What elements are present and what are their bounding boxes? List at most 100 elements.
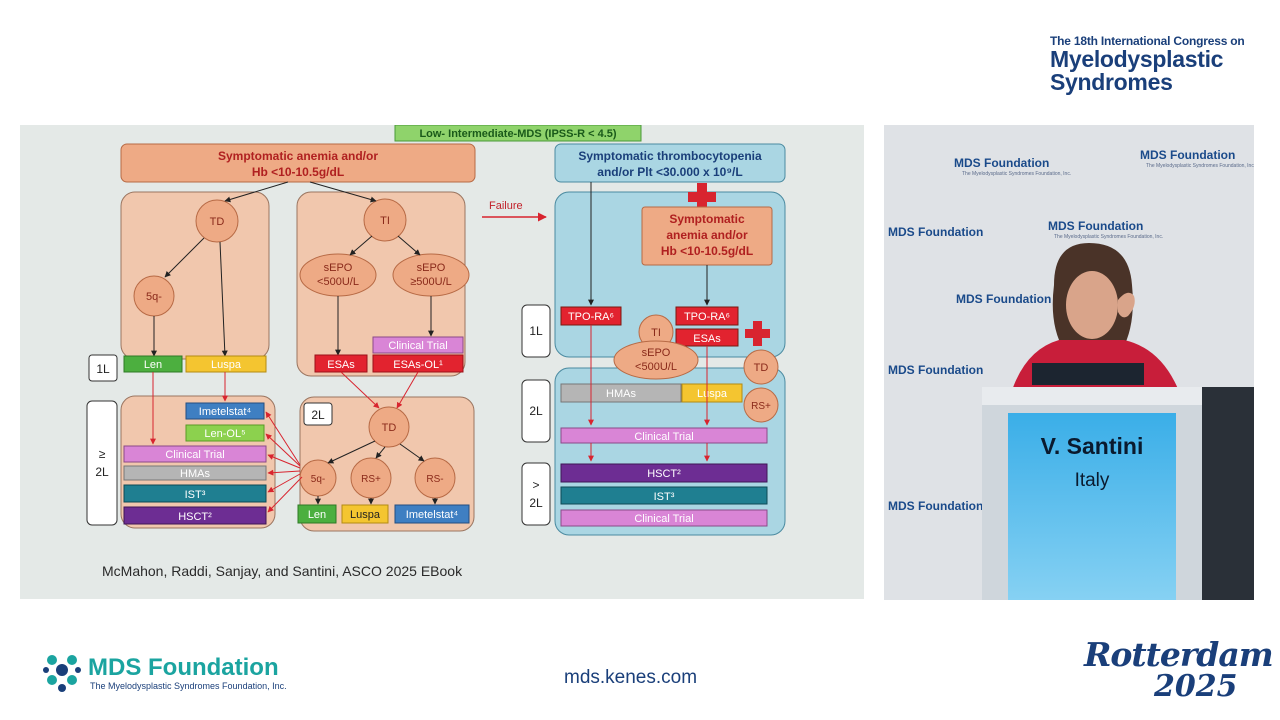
title-box (394, 125, 642, 142)
clinical-trial-box-left (123, 445, 267, 463)
len-box-text: Len (144, 359, 162, 371)
red-cross-right (745, 321, 770, 346)
1l-label-right (521, 304, 551, 358)
rotterdam-year: 2025 (1154, 669, 1238, 704)
laptop (1032, 363, 1144, 385)
backdrop-logo-5: MDS Foundation (956, 292, 1051, 306)
backdrop-logo-4: MDS Foundation (1048, 219, 1143, 233)
red-arrow-esas-td2 (340, 371, 380, 409)
red-arrow-5q-lenol (265, 433, 301, 467)
gt2l-text-a: > (532, 478, 539, 492)
congress-line2: Myelodysplastic (1050, 46, 1224, 72)
2l-text-right: 2L (529, 404, 543, 418)
td-node-label: TD (210, 216, 225, 228)
ti2-label: TI (651, 327, 661, 339)
right-inner-l2: anemia and/or (666, 228, 748, 242)
left-header-line1: Symptomatic anemia and/or (218, 149, 378, 163)
hmas-box-left (123, 465, 267, 481)
backdrop-logo-7: MDS Foundation (888, 499, 983, 513)
footer-logo-title: MDS Foundation (88, 654, 279, 681)
right-header-line2: and/or Plt <30.000 x 10⁹/L (597, 165, 742, 179)
right-header-box (554, 143, 786, 183)
sepo-high-l1: sEPO (417, 262, 446, 274)
len-box-2l (297, 504, 337, 524)
footer-logo-sub: The Myelodysplastic Syndromes Foundation… (90, 681, 287, 691)
len-2l-text: Len (308, 509, 326, 521)
rotterdam-logo: Rotterdam 2025 (1084, 638, 1274, 704)
len-ol-text: Len-OL⁵ (204, 428, 245, 440)
backdrop-logo-6: MDS Foundation (888, 363, 983, 377)
clinical-trial-box-right-gt2l (560, 509, 768, 527)
td2-node (368, 406, 410, 448)
backdrop-taglines: The Myelodysplastic Syndromes Foundation… (962, 163, 1254, 240)
hsct-left-text: HSCT² (178, 511, 212, 523)
imetelstat-box (185, 402, 265, 420)
len-ol-box (185, 424, 265, 442)
sepo-right-l1: sEPO (642, 347, 671, 359)
luspa-2l-text: Luspa (350, 509, 381, 521)
red-arrow-5q-ct (267, 454, 301, 469)
speaker-name: V. Santini (1040, 433, 1144, 459)
clinical-trial-box-ti (372, 336, 464, 354)
td-right-label: TD (754, 362, 769, 374)
hsct-box-right (560, 463, 768, 483)
hsct-box-left (123, 506, 267, 525)
ge2l-text-b: 2L (95, 465, 109, 479)
fiveq-node-label: 5q- (146, 291, 162, 303)
congress-line1: The 18th International Congress on (1050, 34, 1245, 48)
imetelstat-2l-text: Imetelstat⁴ (406, 509, 459, 521)
esas-ol-text: ESAs-OL¹ (393, 359, 443, 371)
sepo-low-node (299, 253, 377, 297)
sepo-low-l1: sEPO (324, 262, 353, 274)
td-region (120, 191, 270, 360)
fiveq2-label: 5q- (311, 474, 325, 485)
red-arrow-5q-hmas (267, 469, 301, 476)
2l-text-mid: 2L (311, 408, 325, 422)
tpo-ra-box-2 (675, 306, 739, 326)
arrow-td-luspa (219, 241, 228, 357)
backdrop-logo-3: MDS Foundation (888, 225, 983, 239)
congress-line3: Syndromes (1050, 69, 1173, 95)
clinical-trial-left-text: Clinical Trial (165, 449, 224, 461)
citation: McMahon, Raddi, Sanjay, and Santini, ASC… (102, 563, 463, 579)
ti-node (363, 198, 407, 242)
td2-node-label: TD (382, 422, 397, 434)
1l-label-left (88, 354, 118, 382)
right-inner-l3: Hb <10-10.5g/dL (661, 244, 753, 258)
right-header-line1: Symptomatic thrombocytopenia (578, 149, 762, 163)
luspa-box-right (681, 383, 743, 403)
esas-box-text: ESAs (327, 359, 355, 371)
backdrop-sub-1: The Myelodysplastic Syndromes Foundation… (962, 171, 1071, 177)
tpo-ra-2-text: TPO-RA⁶ (684, 311, 730, 323)
sepo-high-l2: ≥500U/L (410, 276, 452, 288)
arrow-td2-rsneg (399, 443, 425, 462)
ist-box-right (560, 486, 768, 505)
speaker-video: MDS Foundation MDS Foundation MDS Founda… (884, 125, 1254, 600)
imetelstat-text: Imetelstat⁴ (199, 406, 252, 418)
left-header-line2: Hb <10-10.5g/dL (252, 165, 344, 179)
ist-box-left (123, 484, 267, 503)
congress-title: The 18th International Congress on Myelo… (1050, 34, 1245, 94)
backdrop-sub-2: The Myelodysplastic Syndromes Foundation… (1146, 163, 1254, 169)
ge2l-text-a: ≥ (99, 447, 106, 461)
red-arrow-5q-hsct (267, 476, 303, 513)
sepo-right-l2: <500U/L (635, 361, 677, 373)
arrow-td2-rspos (375, 446, 386, 459)
clinical-trial-right-2l-text: Clinical Trial (634, 431, 693, 443)
1l-text-left: 1L (96, 362, 110, 376)
dna-icon (43, 655, 81, 692)
rs-right-label: RS+ (751, 401, 771, 412)
footer-url[interactable]: mds.kenes.com (564, 667, 698, 688)
clinical-trial-ti-text: Clinical Trial (388, 340, 447, 352)
esas-right-text: ESAs (693, 333, 721, 345)
hmas-left-text: HMAs (180, 468, 210, 480)
rs-pos-label: RS+ (361, 474, 381, 485)
red-arrow-5q-ist (267, 473, 301, 493)
backdrop-logo-2: MDS Foundation (1140, 148, 1235, 162)
mds-foundation-logo: MDS Foundation The Myelodysplastic Syndr… (42, 650, 312, 701)
rs-neg-label: RS- (426, 474, 443, 485)
arrow-header-ti (309, 181, 377, 203)
td-right-node (743, 349, 779, 385)
gt2l-label (521, 462, 551, 526)
rs-right-node (743, 387, 779, 423)
